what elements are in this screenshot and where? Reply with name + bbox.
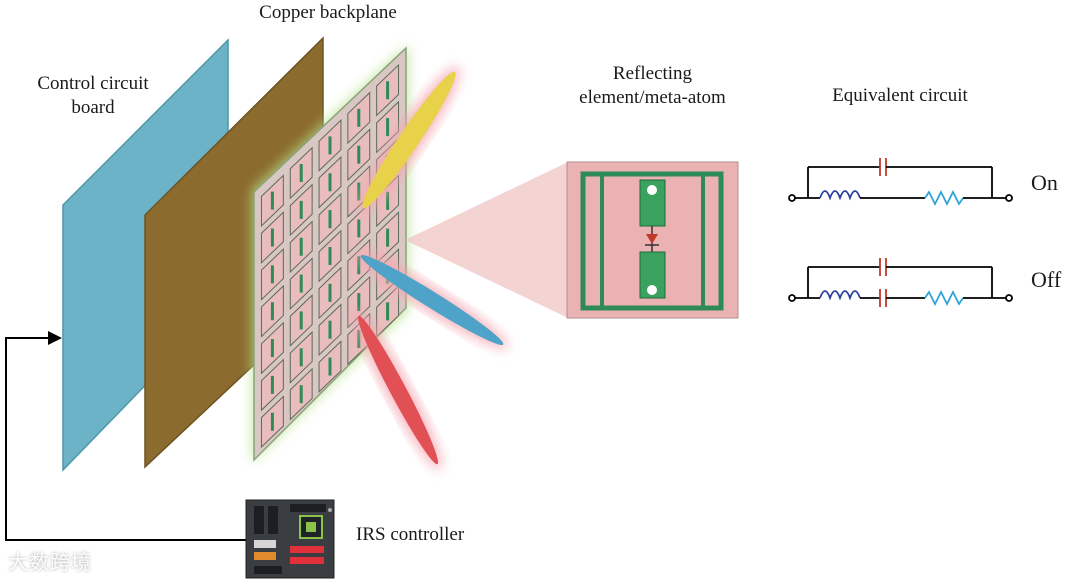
state-off-label: Off (1031, 267, 1062, 292)
control-circuit-board-label: Control circuit board (37, 73, 149, 118)
state-on-label: On (1031, 170, 1058, 195)
beam-blue (355, 251, 509, 349)
meta-atom-grid (260, 63, 400, 449)
arrow-icon (5, 331, 248, 541)
beam-yellow (358, 66, 460, 214)
irs-controller-label: IRS controller (356, 524, 465, 545)
copper-backplane-label: Copper backplane (259, 2, 397, 23)
equivalent-circuit-label: Equivalent circuit (832, 85, 968, 106)
reflecting-element-label: Reflecting element/meta-atom (579, 63, 726, 108)
diode-icon (645, 226, 659, 252)
meta-atom-detail (566, 161, 739, 319)
zoom-cone (405, 162, 568, 318)
metasurface-panel (252, 45, 408, 462)
beam-red (354, 310, 442, 470)
watermark: 大数跨境 (8, 550, 92, 574)
circuit-board-icon (245, 499, 335, 579)
circuit-on (788, 158, 1013, 207)
circuit-off (788, 258, 1013, 307)
